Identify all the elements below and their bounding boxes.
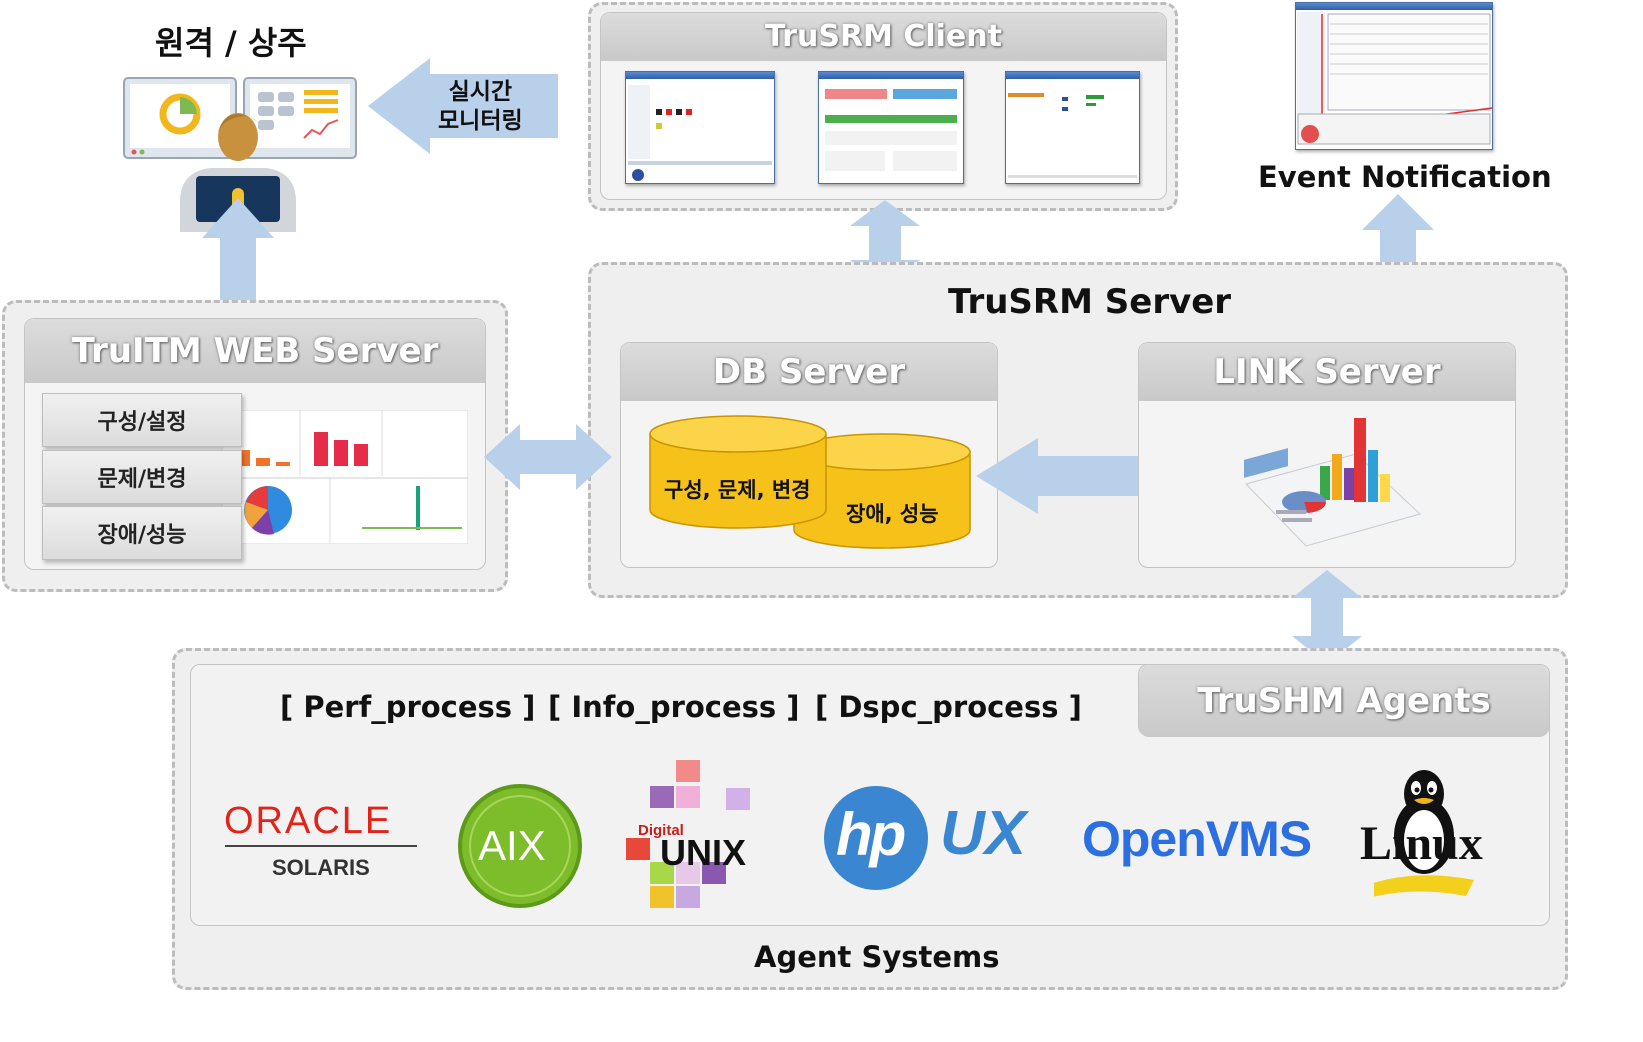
link-server-title: LINK Server — [1139, 343, 1515, 401]
menu-config-settings[interactable]: 구성/설정 — [42, 393, 242, 447]
db-cylinders — [649, 415, 971, 549]
event-notification-label: Event Notification — [1258, 160, 1552, 194]
agent-systems-label: Agent Systems — [754, 940, 1000, 974]
web-db-arrow — [484, 424, 612, 490]
web-to-operator-arrow — [202, 198, 274, 320]
menu-problem-change[interactable]: 문제/변경 — [42, 450, 242, 504]
db-server-title: DB Server — [621, 343, 997, 401]
ux-logo: UX — [940, 799, 1027, 868]
remote-title: 원격 / 상주 — [155, 24, 307, 62]
web-server-title: TruITM WEB Server — [25, 319, 485, 383]
realtime-monitoring-label: 실시간 모니터링 — [438, 79, 523, 134]
tux-penguin-icon — [1374, 770, 1474, 897]
hp-logo-circle — [824, 786, 928, 890]
db-cylinder-back-label: 장애, 성능 — [846, 502, 939, 526]
srm-server-title: TruSRM Server — [948, 282, 1232, 322]
client-screenshot-3[interactable] — [1005, 71, 1140, 184]
linux-logo: Linux — [1360, 817, 1483, 870]
db-cylinder-front-label: 구성, 문제, 변경 — [664, 478, 811, 502]
digital-unix-blocks — [626, 760, 750, 908]
client-title: TruSRM Client — [601, 13, 1166, 61]
menu-fault-performance[interactable]: 장애/성능 — [42, 506, 242, 560]
trushm-agents-title: TruSHM Agents — [1139, 665, 1549, 737]
unix-logo: UNIX — [660, 832, 747, 873]
realtime-monitoring-arrow — [368, 58, 558, 154]
oracle-divider — [225, 845, 417, 847]
analytics-chart-icon — [1244, 418, 1421, 547]
digital-logo: Digital — [638, 822, 684, 839]
link-to-db-arrow — [976, 438, 1142, 514]
process-info: [ Info_process ] — [548, 690, 800, 724]
openvms-logo: OpenVMS — [1082, 811, 1312, 867]
link-server-panel: LINK Server — [1138, 342, 1516, 568]
trushm-agents-panel: TruSHM Agents — [1138, 664, 1550, 737]
aix-logo-circle — [458, 784, 582, 908]
aix-logo: AIX — [478, 822, 546, 869]
web-dashboard-charts — [222, 410, 468, 544]
process-perf: [ Perf_process ] — [280, 690, 536, 724]
process-dspc: [ Dspc_process ] — [815, 690, 1082, 724]
oracle-logo: ORACLE — [224, 800, 393, 842]
client-screenshot-1[interactable] — [625, 71, 775, 184]
event-notification-screenshot[interactable] — [1295, 2, 1493, 150]
solaris-logo: SOLARIS — [272, 855, 370, 880]
hp-logo: hp — [836, 801, 906, 868]
link-agents-arrow — [1292, 570, 1362, 664]
client-screenshot-2[interactable] — [818, 71, 964, 184]
